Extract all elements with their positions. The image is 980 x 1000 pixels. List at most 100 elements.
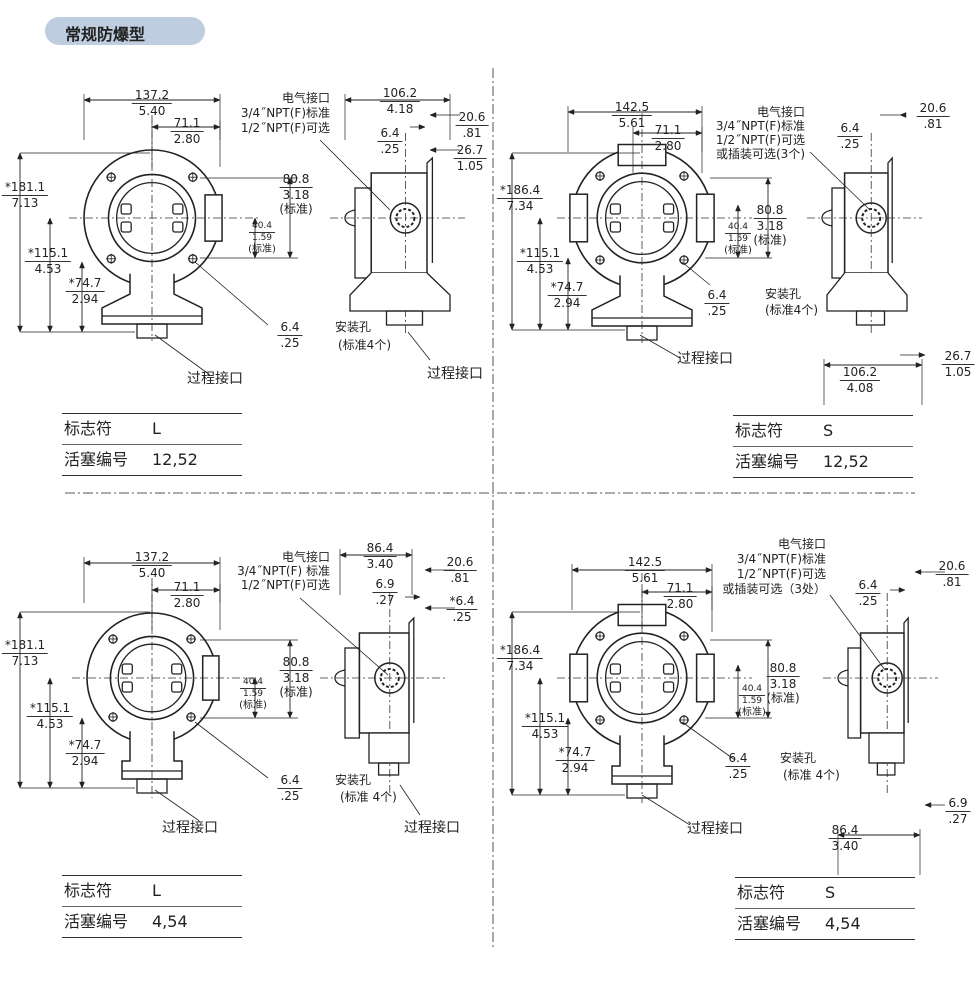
arrowhead	[413, 594, 421, 600]
dim-bolt-mm: 80.8	[279, 655, 313, 671]
process-stem	[855, 310, 886, 326]
dim-h1-inch: 7.13	[11, 654, 39, 668]
mounting-hole-label: 安装孔	[780, 751, 817, 765]
dim-width-mm: 142.5	[624, 555, 666, 571]
arrowhead	[418, 124, 426, 130]
panel-1-drawing	[17, 94, 465, 376]
piston-row-value: 12,52	[823, 452, 869, 471]
back-plate	[847, 647, 862, 739]
mounting-hole-note: (标准 4个)	[340, 790, 397, 804]
side-dim-a-inch: .25	[840, 137, 860, 151]
arrowhead	[837, 832, 845, 838]
side-dim-c: *6.4.25	[446, 594, 478, 625]
dim-hole-mm: 6.4	[725, 751, 751, 767]
dim-width-inch: 5.61	[631, 571, 659, 585]
arrowhead	[735, 664, 741, 672]
electrical-connection-label: 3/4˝NPT(F)标准	[240, 106, 330, 120]
side-dim-depth-inch: 4.18	[386, 102, 414, 116]
arrowhead	[571, 567, 579, 573]
side-dim-a: 6.4.25	[855, 578, 881, 609]
side-dim-depth-inch: 3.40	[831, 839, 859, 853]
leader	[829, 594, 886, 671]
panel-3-drawing	[17, 549, 455, 821]
side-dim-b: 20.6.81	[455, 110, 489, 141]
side-dim-b: 20.6.81	[443, 555, 477, 586]
arrowhead	[213, 97, 221, 103]
process-stem	[377, 762, 400, 776]
arrowhead	[899, 112, 907, 118]
symbol-row-label: 标志符	[735, 421, 784, 440]
arrowhead	[47, 217, 53, 225]
symbol-row-value: L	[152, 881, 161, 900]
piston-row-value: 4,54	[152, 912, 188, 931]
arrowhead	[565, 323, 571, 331]
arrowhead	[429, 147, 437, 153]
dim-h3-inch: 2.94	[71, 754, 99, 768]
arrowhead	[898, 587, 906, 593]
side-dim-c-inch: .25	[452, 610, 472, 624]
arrowhead	[17, 325, 23, 333]
arrowhead	[537, 788, 543, 796]
dim-hole: 6.4.25	[277, 773, 303, 804]
mount-bump	[837, 669, 849, 687]
cover-cap	[408, 616, 415, 723]
arrowhead	[823, 362, 831, 368]
cover-cap	[887, 156, 893, 263]
arrowhead	[405, 552, 413, 558]
window-tab	[609, 681, 622, 693]
dim-h2-mm: *115.1	[26, 701, 74, 717]
leader	[681, 721, 736, 761]
process-connection-label: 过程接口	[187, 371, 243, 387]
leader	[399, 784, 421, 816]
electrical-connection-label: 电气接口	[281, 550, 330, 564]
electrical-connection-label: 1/2˝NPT(F)可选	[715, 133, 805, 147]
dim-width-inch: 5.40	[138, 566, 166, 580]
side-dim-a: 6.4.25	[837, 121, 863, 152]
dim-h2-inch: 4.53	[531, 727, 559, 741]
arrowhead	[443, 97, 451, 103]
electrical-connection-label: 或插装可选(3个)	[716, 147, 805, 161]
mounting-hole-label: 安装孔	[335, 320, 372, 334]
dim-hole-mm: 6.4	[277, 320, 303, 336]
side-dim-b-inch: .81	[450, 571, 470, 585]
window-tab	[662, 681, 675, 693]
arrowhead	[632, 130, 640, 136]
side-dim-c-mm: 26.7	[941, 349, 975, 365]
dim-h2-mm: *115.1	[521, 711, 569, 727]
dim-h2-mm: *115.1	[516, 246, 564, 262]
arrowhead	[47, 781, 53, 789]
mount-bump	[821, 209, 833, 227]
side-process-connection-label: 过程接口	[427, 366, 483, 382]
window-tab	[171, 681, 183, 693]
dim-conn-mm: 40.4	[738, 684, 766, 696]
window-tab	[121, 681, 133, 693]
arrowhead	[83, 97, 91, 103]
side-process-connection-label: 过程接口	[404, 820, 460, 836]
arrowhead	[735, 204, 741, 212]
dim-h3-mm: *74.7	[65, 276, 105, 292]
standard-note: (标准)	[766, 691, 800, 705]
arrowhead	[567, 109, 575, 115]
side-dim-a-mm: 6.4	[837, 121, 863, 137]
arrowhead	[695, 130, 703, 136]
arrowhead	[213, 560, 221, 566]
dim-h1-inch: 7.34	[506, 199, 534, 213]
side-dim-b-inch: .81	[462, 126, 482, 140]
dim-h3-inch: 2.94	[561, 761, 589, 775]
side-body	[859, 632, 905, 734]
arrowhead	[565, 257, 571, 265]
